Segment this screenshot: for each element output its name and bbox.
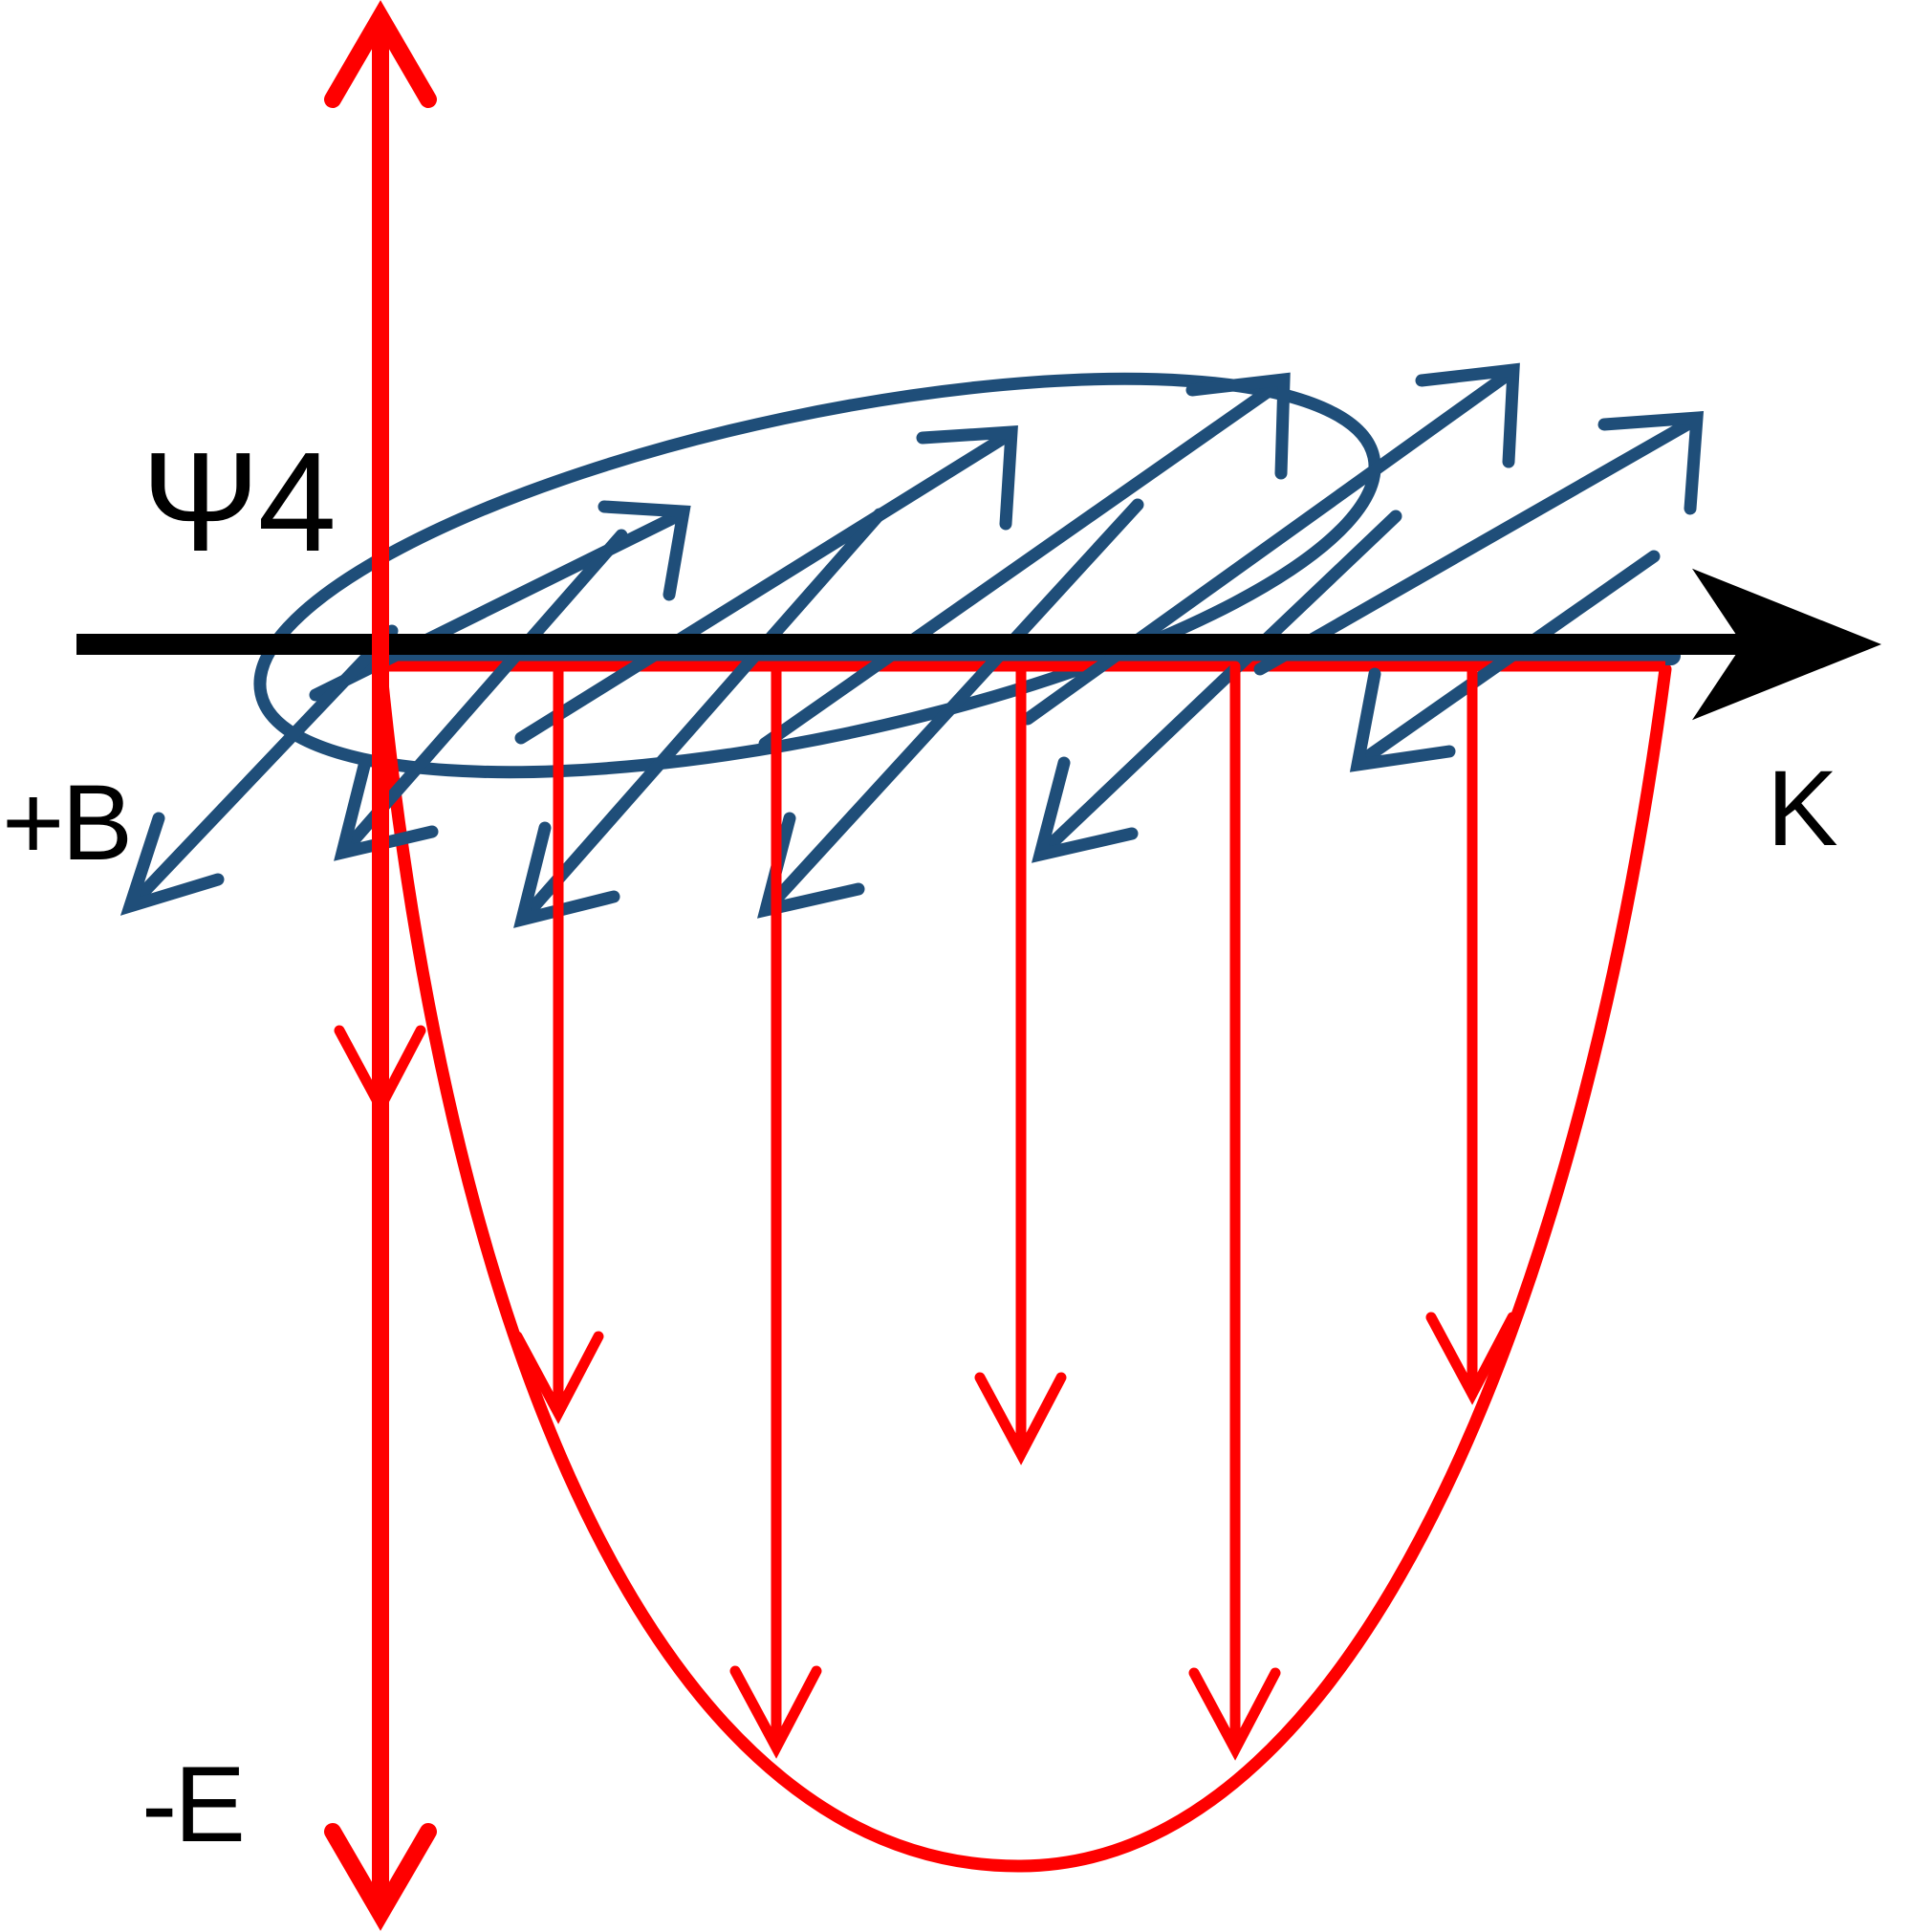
b-vector-down-5 <box>1032 510 1402 863</box>
field-amplitude-axis <box>324 0 437 1931</box>
b-vector-up-4 <box>1021 362 1520 726</box>
b-field-ellipse <box>253 372 1381 779</box>
wave-label: Ψ4 <box>141 423 337 581</box>
e-vector-4 <box>974 661 1067 1465</box>
e-vector-3 <box>729 661 822 1759</box>
magnetic-field-label: +B <box>2 763 133 882</box>
blue-baseline <box>371 646 1681 668</box>
b-vector-up-3 <box>758 372 1291 750</box>
b-vector-down-4 <box>757 498 1144 919</box>
electric-field-label: -E <box>141 1745 246 1864</box>
e-field-vectors <box>334 661 1518 1761</box>
b-field-vectors-down <box>120 498 1661 928</box>
b-vector-down-1 <box>120 624 399 916</box>
propagation-axis-label: K <box>1767 749 1838 868</box>
b-vector-up-2 <box>514 425 1018 745</box>
b-vector-down-3 <box>513 508 886 928</box>
b-field-vectors-up <box>309 362 1705 750</box>
e-vector-2 <box>511 661 604 1424</box>
b-vector-down-2 <box>334 529 628 861</box>
e-field-parabola <box>374 657 1672 1873</box>
b-vector-down-6 <box>1349 550 1661 772</box>
e-vector-5 <box>1188 661 1281 1761</box>
b-vector-up-5 <box>1253 410 1705 676</box>
e-vector-6 <box>1425 661 1518 1405</box>
